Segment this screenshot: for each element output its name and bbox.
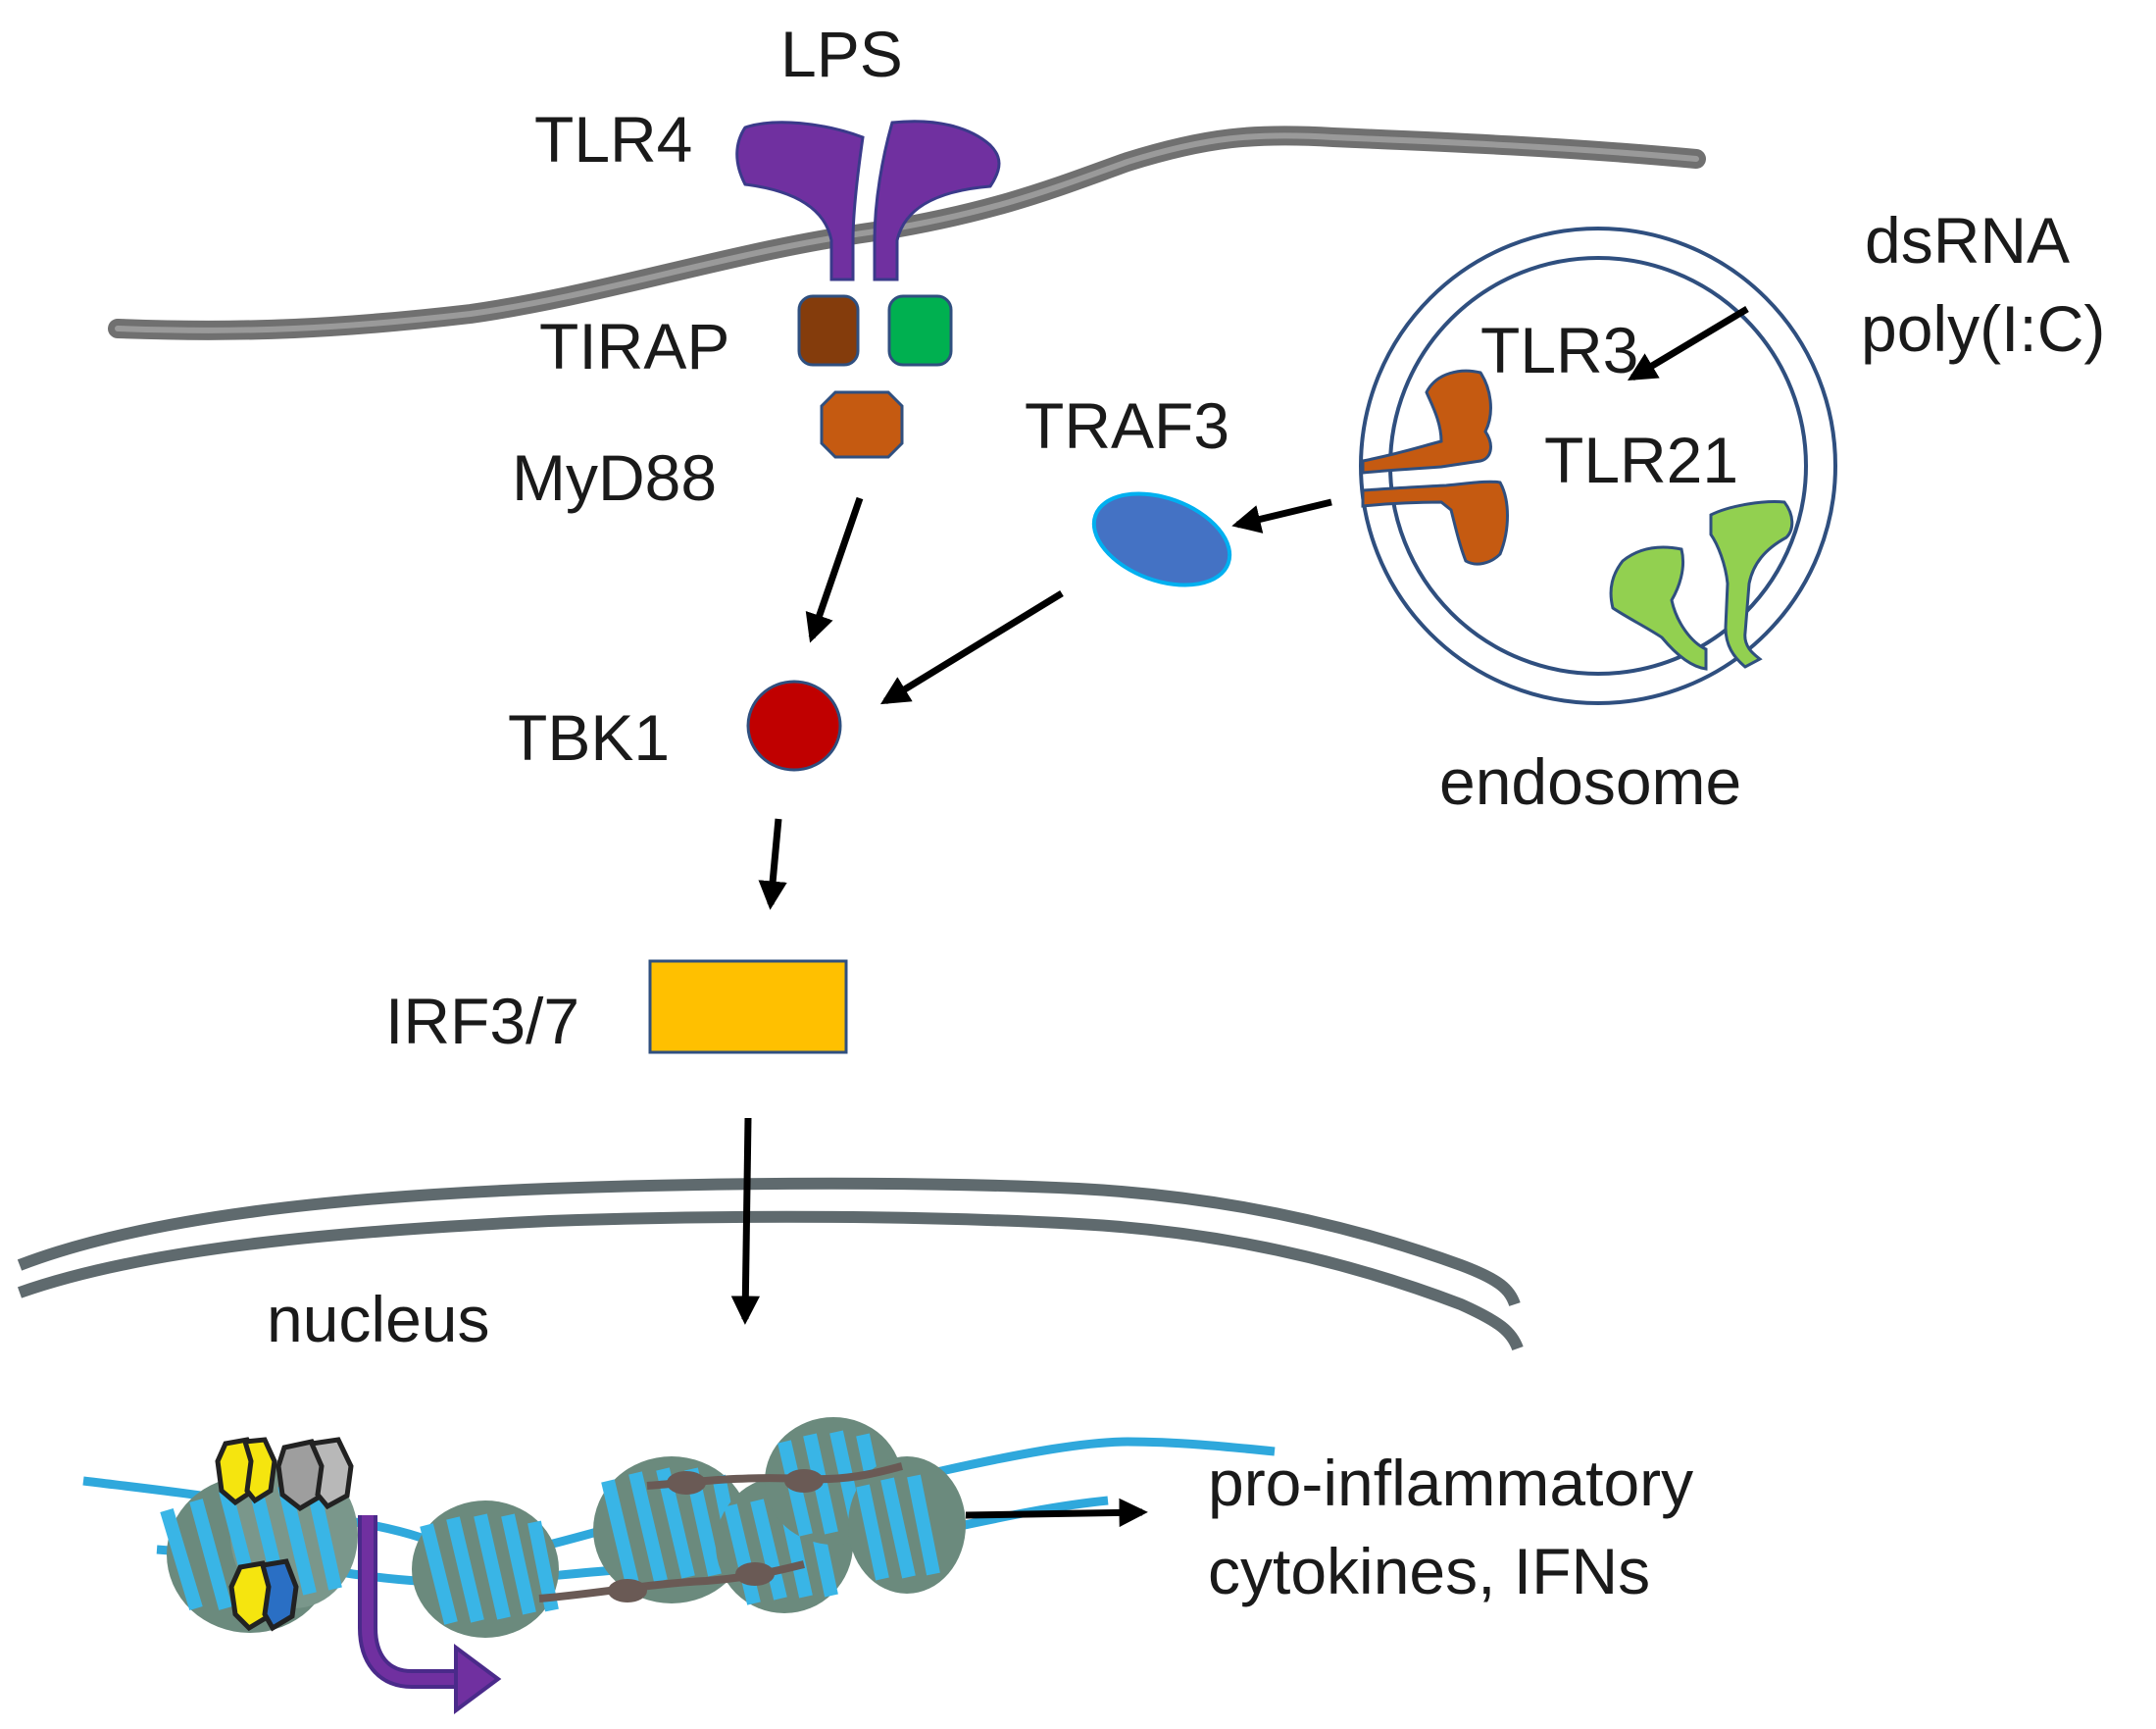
label-tbk1: TBK1	[508, 701, 670, 774]
label-tlr3: TLR3	[1480, 314, 1638, 386]
label-dsrna: dsRNA	[1865, 204, 2070, 277]
signaling-arrows	[730, 305, 1749, 1528]
plasma-membrane	[108, 126, 1706, 340]
arrow-traf3-to-tbk1	[879, 590, 1064, 705]
label-tlr21: TLR21	[1544, 424, 1738, 496]
linker-protein-lower	[538, 1560, 805, 1602]
tlr3-upper-subunit	[1361, 369, 1492, 475]
linker-node	[667, 1471, 706, 1495]
irf37-shape	[648, 959, 848, 1054]
arrow-dsrna-to-endosome	[1627, 305, 1749, 381]
tlr21-right-subunit	[1709, 500, 1794, 669]
arrow-tlr3-to-traf3	[1231, 498, 1332, 534]
label-myd88: MyD88	[512, 441, 717, 514]
endosome	[1359, 227, 1837, 705]
label-polyic: poly(I:C)	[1861, 292, 2105, 365]
transcription-factor-complex-upper	[215, 1437, 354, 1512]
nucleosome-cluster-6	[848, 1456, 966, 1594]
linker-node	[735, 1562, 775, 1586]
tlr4-right-subunit	[873, 120, 1001, 281]
label-irf37: IRF3/7	[385, 985, 579, 1057]
arrow-chromatin-to-output	[965, 1498, 1148, 1528]
tlr4-left-subunit	[735, 121, 865, 281]
nuclear-envelope-outer	[17, 1177, 1521, 1307]
nuclear-envelope-inner	[18, 1210, 1524, 1351]
linker-node	[608, 1579, 647, 1602]
myd88-shape	[820, 390, 904, 459]
transcription-arrowhead	[454, 1644, 502, 1714]
linker-node	[784, 1469, 824, 1493]
traf3-shape	[1091, 491, 1232, 587]
label-tlr4: TLR4	[534, 103, 692, 176]
tirap-shape	[797, 294, 860, 367]
arrow-tbk1-to-irf37	[758, 818, 787, 910]
tlr4-receptor	[735, 120, 1001, 281]
nucleosome-cluster-3	[593, 1456, 750, 1603]
plasma-membrane-inner	[115, 132, 1699, 333]
endosome-outer-membrane	[1359, 227, 1837, 705]
label-endosome: endosome	[1439, 745, 1741, 818]
nuclear-envelope	[17, 1177, 1524, 1351]
tlr21-left-subunit	[1609, 545, 1708, 671]
label-traf3: TRAF3	[1025, 389, 1229, 462]
chromatin	[82, 1417, 1276, 1638]
tbk1-shape	[746, 680, 842, 772]
label-output-line1: pro-inflammatory	[1208, 1447, 1693, 1519]
tirap-partner-shape	[887, 294, 953, 367]
label-tirap: TIRAP	[539, 310, 729, 382]
arrow-irf37-to-nucleus	[730, 1117, 761, 1325]
label-nucleus: nucleus	[267, 1283, 490, 1355]
transcription-factor-complex-lower	[228, 1558, 299, 1632]
label-output-line2: cytokines, IFNs	[1208, 1535, 1650, 1607]
label-lps: LPS	[780, 18, 903, 90]
transcription-arrow	[362, 1515, 461, 1685]
nucleosome-cluster-2	[412, 1500, 559, 1638]
arrow-myd88-to-tbk1	[805, 496, 864, 643]
tlr3-lower-subunit	[1361, 480, 1509, 566]
